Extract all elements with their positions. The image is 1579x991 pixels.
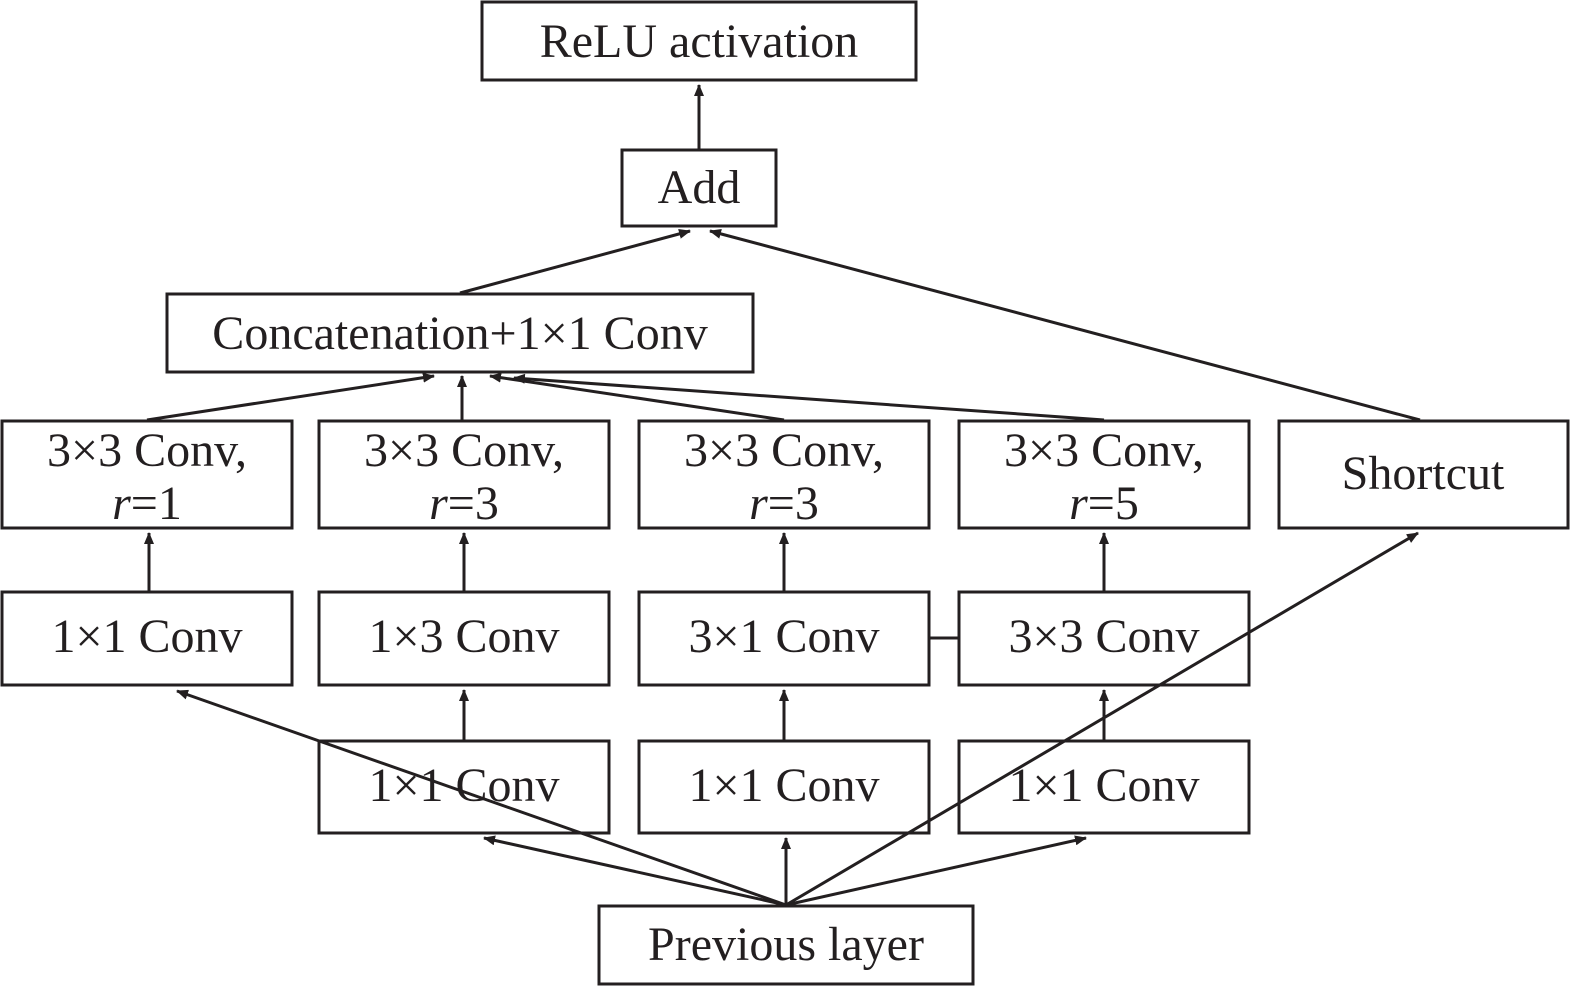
edge-dil3-to-concat bbox=[489, 372, 785, 422]
node-add-label: Add bbox=[658, 161, 741, 214]
overlay-edges-layer bbox=[176, 531, 1419, 907]
node-low3-label: 1×1 Conv bbox=[688, 759, 879, 812]
node-mid4-label: 3×3 Conv bbox=[1008, 610, 1199, 663]
node-prev-label: Previous layer bbox=[648, 918, 924, 971]
node-concat: Concatenation+1×1 Conv bbox=[165, 292, 755, 374]
node-dil3-line2: r=3 bbox=[749, 477, 819, 530]
node-dil3-line1: 3×3 Conv, bbox=[684, 424, 884, 477]
node-low4: 1×1 Conv bbox=[957, 739, 1251, 835]
node-dil1-line1: 3×3 Conv, bbox=[47, 424, 247, 477]
node-dil3-var: r bbox=[749, 477, 768, 530]
node-shortcut: Shortcut bbox=[1277, 419, 1570, 530]
edges-layer bbox=[144, 84, 1421, 907]
node-mid3-label: 3×1 Conv bbox=[688, 610, 879, 663]
node-dil2-line1: 3×3 Conv, bbox=[364, 424, 564, 477]
edge-prev-to-low4 bbox=[785, 835, 1087, 907]
node-dil2-line2: r=3 bbox=[429, 477, 499, 530]
node-dil4-value: =5 bbox=[1088, 477, 1139, 530]
node-dil2: 3×3 Conv, r=3 bbox=[317, 419, 611, 530]
node-mid1: 1×1 Conv bbox=[0, 590, 294, 687]
node-mid2-label: 1×3 Conv bbox=[368, 610, 559, 663]
node-dil4-var: r bbox=[1069, 477, 1088, 530]
node-dil1: 3×3 Conv, r=1 bbox=[0, 419, 294, 530]
node-dil1-line2: r=1 bbox=[112, 477, 182, 530]
edge-prev-to-low2 bbox=[483, 835, 787, 907]
node-add: Add bbox=[620, 148, 778, 228]
node-low3: 1×1 Conv bbox=[637, 739, 931, 835]
edge-dil4-to-concat bbox=[513, 373, 1105, 422]
node-mid1-label: 1×1 Conv bbox=[51, 610, 242, 663]
node-concat-label: Concatenation+1×1 Conv bbox=[212, 307, 707, 360]
node-dil4-line2: r=5 bbox=[1069, 477, 1139, 530]
edge-dil1-to-concat bbox=[146, 372, 435, 422]
node-dil2-var: r bbox=[429, 477, 448, 530]
node-relu-label: ReLU activation bbox=[540, 15, 859, 68]
node-dil1-value: =1 bbox=[131, 477, 182, 530]
node-low4-label: 1×1 Conv bbox=[1008, 759, 1199, 812]
node-dil3-value: =3 bbox=[768, 477, 819, 530]
node-mid4: 3×3 Conv bbox=[957, 590, 1251, 687]
node-dil4: 3×3 Conv, r=5 bbox=[957, 419, 1251, 530]
node-prev: Previous layer bbox=[597, 904, 975, 986]
node-dil4-line1: 3×3 Conv, bbox=[1004, 424, 1204, 477]
node-dil3: 3×3 Conv, r=3 bbox=[637, 419, 931, 530]
edge-prev-to-shortcut bbox=[785, 531, 1419, 907]
edge-concat-to-add bbox=[459, 229, 691, 295]
edge-shortcut-to-add bbox=[709, 228, 1421, 422]
node-relu: ReLU activation bbox=[480, 0, 918, 82]
node-mid2: 1×3 Conv bbox=[317, 590, 611, 687]
node-low2-label: 1×1 Conv bbox=[368, 759, 559, 812]
node-dil1-var: r bbox=[112, 477, 131, 530]
node-dil2-value: =3 bbox=[448, 477, 499, 530]
node-shortcut-label: Shortcut bbox=[1342, 447, 1505, 500]
edge-prev-to-mid1 bbox=[176, 689, 787, 907]
node-mid3: 3×1 Conv bbox=[637, 590, 931, 687]
